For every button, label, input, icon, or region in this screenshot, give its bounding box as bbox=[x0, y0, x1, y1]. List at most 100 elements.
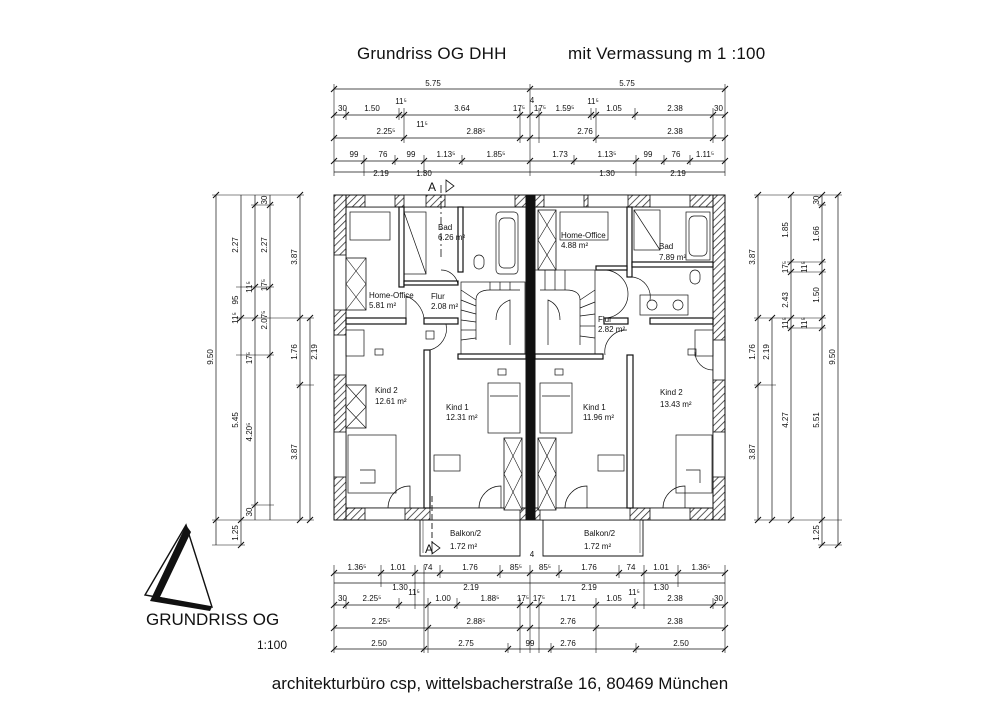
stairs-right bbox=[534, 269, 596, 355]
room-area: 1.72 m² bbox=[584, 542, 611, 551]
room-name: Kind 1 bbox=[446, 403, 469, 412]
dim-label: 1.85 bbox=[781, 222, 790, 238]
room-area: 5.81 m² bbox=[369, 301, 396, 310]
dim-label: 1.59⁵ bbox=[556, 104, 575, 113]
dim-label: 11⁵ bbox=[408, 588, 420, 597]
dim-label: 1.88⁵ bbox=[481, 594, 500, 603]
legend-scale: 1:100 bbox=[257, 638, 288, 652]
left-dimension-chains bbox=[212, 191, 314, 549]
dim-label: 99 bbox=[407, 150, 416, 159]
section-cut-lines bbox=[431, 179, 455, 555]
room-area: 12.61 m² bbox=[375, 397, 407, 406]
room-area: 4.88 m² bbox=[561, 241, 588, 250]
room-name: Home-Office bbox=[561, 231, 606, 240]
dim-label: 3.87 bbox=[748, 444, 757, 460]
room-area: 1.72 m² bbox=[450, 542, 477, 551]
room-labels: Bad 6.26 m² Home-Office 5.81 m² Flur 2.0… bbox=[369, 223, 692, 551]
balconies bbox=[419, 496, 644, 557]
dim-label: 5.75 bbox=[425, 79, 441, 88]
room-name: Bad bbox=[659, 242, 673, 251]
dim-label: 85⁵ bbox=[510, 563, 522, 572]
dim-label: 76 bbox=[379, 150, 388, 159]
door-swings bbox=[387, 269, 714, 509]
dim-label: 17⁵ bbox=[517, 594, 529, 603]
bottom-dimension-chains bbox=[330, 565, 729, 653]
dim-label: 30 bbox=[714, 594, 723, 603]
dim-label: 1.05 bbox=[606, 594, 622, 603]
section-marker-bottom: A bbox=[425, 542, 433, 556]
dim-label: 1.50 bbox=[812, 287, 821, 303]
dim-label: 2.38 bbox=[667, 104, 683, 113]
dim-label: 2.76 bbox=[577, 127, 593, 136]
dim-label: 11⁵ bbox=[416, 120, 428, 129]
dim-label: 11⁵ bbox=[231, 312, 240, 324]
dim-label: 4 bbox=[530, 550, 535, 559]
bottom-dimension-labels: 1.36⁵ 1.01 74 1.76 85⁵ 85⁵ 1.76 74 1.01 … bbox=[338, 96, 723, 648]
dim-label: 2.38 bbox=[667, 127, 683, 136]
interior-walls bbox=[345, 206, 714, 509]
room-name: Balkon/2 bbox=[584, 529, 616, 538]
dim-label: 9.50 bbox=[206, 349, 215, 365]
room-area: 7.89 m² bbox=[659, 253, 686, 262]
dim-label: 2.25⁵ bbox=[372, 617, 391, 626]
room-area: 6.26 m² bbox=[438, 233, 465, 242]
dim-label: 1.00 bbox=[435, 594, 451, 603]
dim-label: 2.88⁵ bbox=[467, 127, 486, 136]
dim-label: 2.76 bbox=[560, 639, 576, 648]
dim-label: 1.76 bbox=[462, 563, 478, 572]
north-arrow-icon bbox=[143, 523, 214, 611]
legend-title: GRUNDRISS OG bbox=[146, 610, 280, 629]
dim-label: 95 bbox=[231, 295, 240, 304]
dim-label: 30 bbox=[260, 195, 269, 204]
dim-label: 11⁵ bbox=[245, 281, 254, 293]
dim-label: 11⁵ bbox=[781, 317, 790, 329]
dim-label: 11⁵ bbox=[628, 588, 640, 597]
section-marker-top: A bbox=[428, 180, 436, 194]
stairs-left bbox=[460, 281, 526, 355]
dim-label: 74 bbox=[627, 563, 636, 572]
dim-label: 2.19 bbox=[373, 169, 389, 178]
dim-label: 1.36⁵ bbox=[692, 563, 711, 572]
room-area: 12.31 m² bbox=[446, 413, 478, 422]
room-name: Kind 2 bbox=[375, 386, 398, 395]
room-name: Bad bbox=[438, 223, 452, 232]
hatched-bays bbox=[345, 209, 557, 511]
dim-label: 30 bbox=[338, 104, 347, 113]
dim-label: 4 bbox=[530, 96, 535, 105]
dim-label: 30 bbox=[245, 507, 254, 516]
room-area: 2.08 m² bbox=[431, 302, 458, 311]
dim-label: 17⁵ bbox=[534, 104, 546, 113]
room-area: 11.96 m² bbox=[583, 413, 614, 422]
dim-label: 2.38 bbox=[667, 617, 683, 626]
dim-label: 30 bbox=[812, 195, 821, 204]
dim-label: 1.30 bbox=[653, 583, 669, 592]
top-dimension-chains bbox=[330, 84, 729, 176]
dim-label: 3.87 bbox=[290, 249, 299, 265]
dim-label: 2.38 bbox=[667, 594, 683, 603]
dim-label: 1.13⁵ bbox=[437, 150, 456, 159]
dim-label: 1.30 bbox=[416, 169, 432, 178]
dim-label: 1.25 bbox=[231, 525, 240, 541]
dim-label: 76 bbox=[672, 150, 681, 159]
right-dimension-labels: 3.87 1.76 3.87 2.19 1.85 17⁵ 2.43 11⁵ 4.… bbox=[748, 195, 837, 541]
dim-label: 30 bbox=[338, 594, 347, 603]
dim-label: 17⁵ bbox=[781, 261, 790, 273]
office-address: architekturbüro csp, wittelsbacherstraße… bbox=[271, 674, 729, 693]
room-area: 13.43 m² bbox=[660, 400, 692, 409]
dim-label: 11⁵ bbox=[395, 97, 407, 106]
dim-label: 5.75 bbox=[619, 79, 635, 88]
room-name: Flur bbox=[598, 315, 612, 324]
dim-label: 17⁵ bbox=[533, 594, 545, 603]
dim-label: 1.01 bbox=[653, 563, 669, 572]
dim-label: 2.50 bbox=[673, 639, 689, 648]
dim-label: 5.45 bbox=[231, 412, 240, 428]
dim-label: 2.76 bbox=[560, 617, 576, 626]
dim-label: 74 bbox=[424, 563, 433, 572]
top-dimension-labels: 5.75 5.75 30 1.50 11⁵ 3.64 17⁵ 17⁵ 1.59⁵… bbox=[338, 79, 723, 178]
dim-label: 5.51 bbox=[812, 412, 821, 428]
dim-label: 1.30 bbox=[599, 169, 615, 178]
dim-label: 2.43 bbox=[781, 292, 790, 308]
dim-label: 2.27 bbox=[260, 237, 269, 253]
dim-label: 2.19 bbox=[310, 344, 319, 360]
